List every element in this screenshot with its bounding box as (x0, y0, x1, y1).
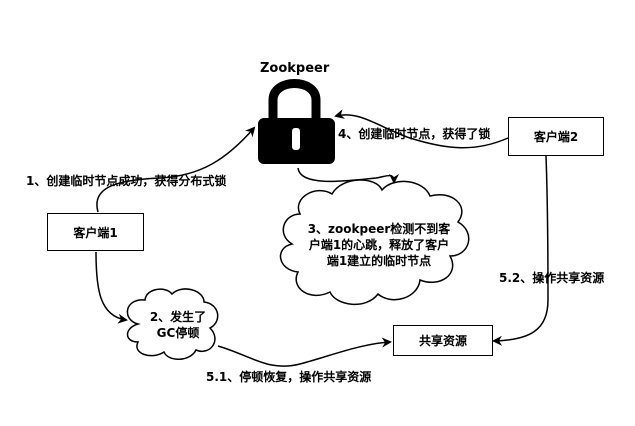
arrow-step51 (217, 337, 392, 367)
detect-cloud-text: 3、zookpeer检测不到客 户端1的心跳，释放了客户 端1建立的临时节点 (286, 221, 472, 269)
detect-line1: 3、zookpeer检测不到客 (307, 222, 451, 236)
shared-resource-node[interactable]: 共享资源 (393, 325, 493, 356)
zookeeper-title: Zookpeer (260, 61, 330, 76)
detect-cloud (279, 179, 470, 306)
gc-cloud-text: 2、发生了 GC停顿 (142, 309, 214, 341)
arrow-step4 (334, 109, 509, 149)
label-step51: 5.1、停顿恢复，操作共享资源 (206, 370, 372, 384)
client1-node[interactable]: 客户端1 (47, 213, 144, 251)
gc-cloud (126, 288, 219, 360)
label-step1: 1、创建临时节点成功，获得分布式锁 (26, 174, 227, 188)
detect-line3: 端1建立的临时节点 (326, 254, 432, 268)
arrow-step1 (96, 126, 256, 213)
label-step4: 4、创建临时节点，获得了锁 (338, 127, 491, 141)
lock-icon (258, 79, 335, 164)
detect-line2: 户端1的心跳，释放了客户 (308, 238, 450, 252)
arrow-step3 (297, 167, 399, 184)
label-step52: 5.2、操作共享资源 (499, 271, 605, 285)
gc-line1: 2、发生了 (149, 310, 207, 324)
arrow-step2 (95, 251, 128, 324)
client2-node[interactable]: 客户端2 (508, 117, 604, 156)
gc-line2: GC停顿 (156, 326, 200, 340)
arrow-step52 (492, 155, 549, 346)
